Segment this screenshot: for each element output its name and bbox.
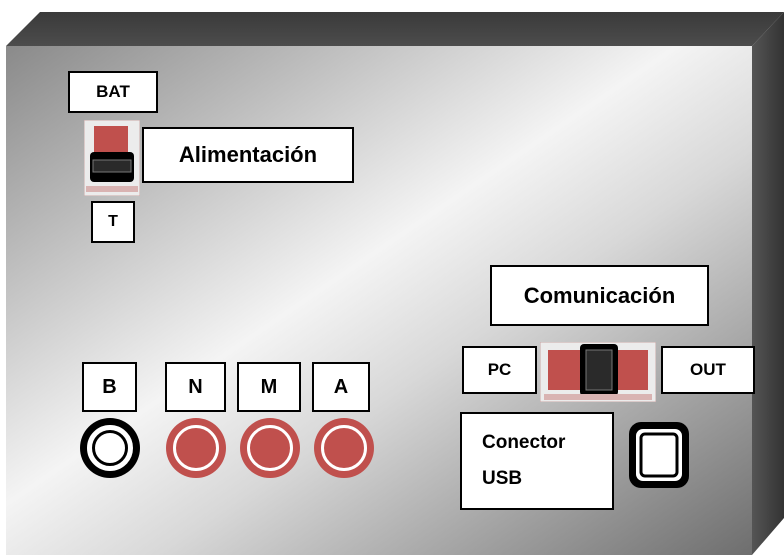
terminal-label-n: N (165, 362, 226, 412)
terminal-jack-m[interactable] (240, 418, 300, 478)
power-title: Alimentación (142, 127, 354, 183)
terminal-jack-b[interactable] (80, 418, 140, 478)
jack-ring-icon (247, 425, 293, 471)
usb-connector-label: Conector USB (460, 412, 614, 510)
usb-label-line1: Conector (482, 432, 566, 453)
pc-label: PC (462, 346, 537, 394)
jack-core-icon (92, 430, 128, 466)
panel-side-edge (752, 12, 784, 555)
terminal-label-m: M (237, 362, 301, 412)
terminal-jack-n[interactable] (166, 418, 226, 478)
terminal-jack-a[interactable] (314, 418, 374, 478)
t-label: T (91, 201, 135, 243)
jack-ring-icon (173, 425, 219, 471)
jack-ring-icon (321, 425, 367, 471)
terminal-label-b: B (82, 362, 137, 412)
out-label: OUT (661, 346, 755, 394)
terminal-label-a: A (312, 362, 370, 412)
power-toggle-switch[interactable] (84, 120, 140, 196)
communication-title: Comunicación (490, 265, 709, 326)
comm-slide-switch[interactable] (540, 342, 656, 402)
usb-label-line2: USB (482, 468, 523, 489)
bat-label: BAT (68, 71, 158, 113)
panel-top-edge (6, 12, 784, 46)
usb-port-icon[interactable] (626, 419, 692, 491)
